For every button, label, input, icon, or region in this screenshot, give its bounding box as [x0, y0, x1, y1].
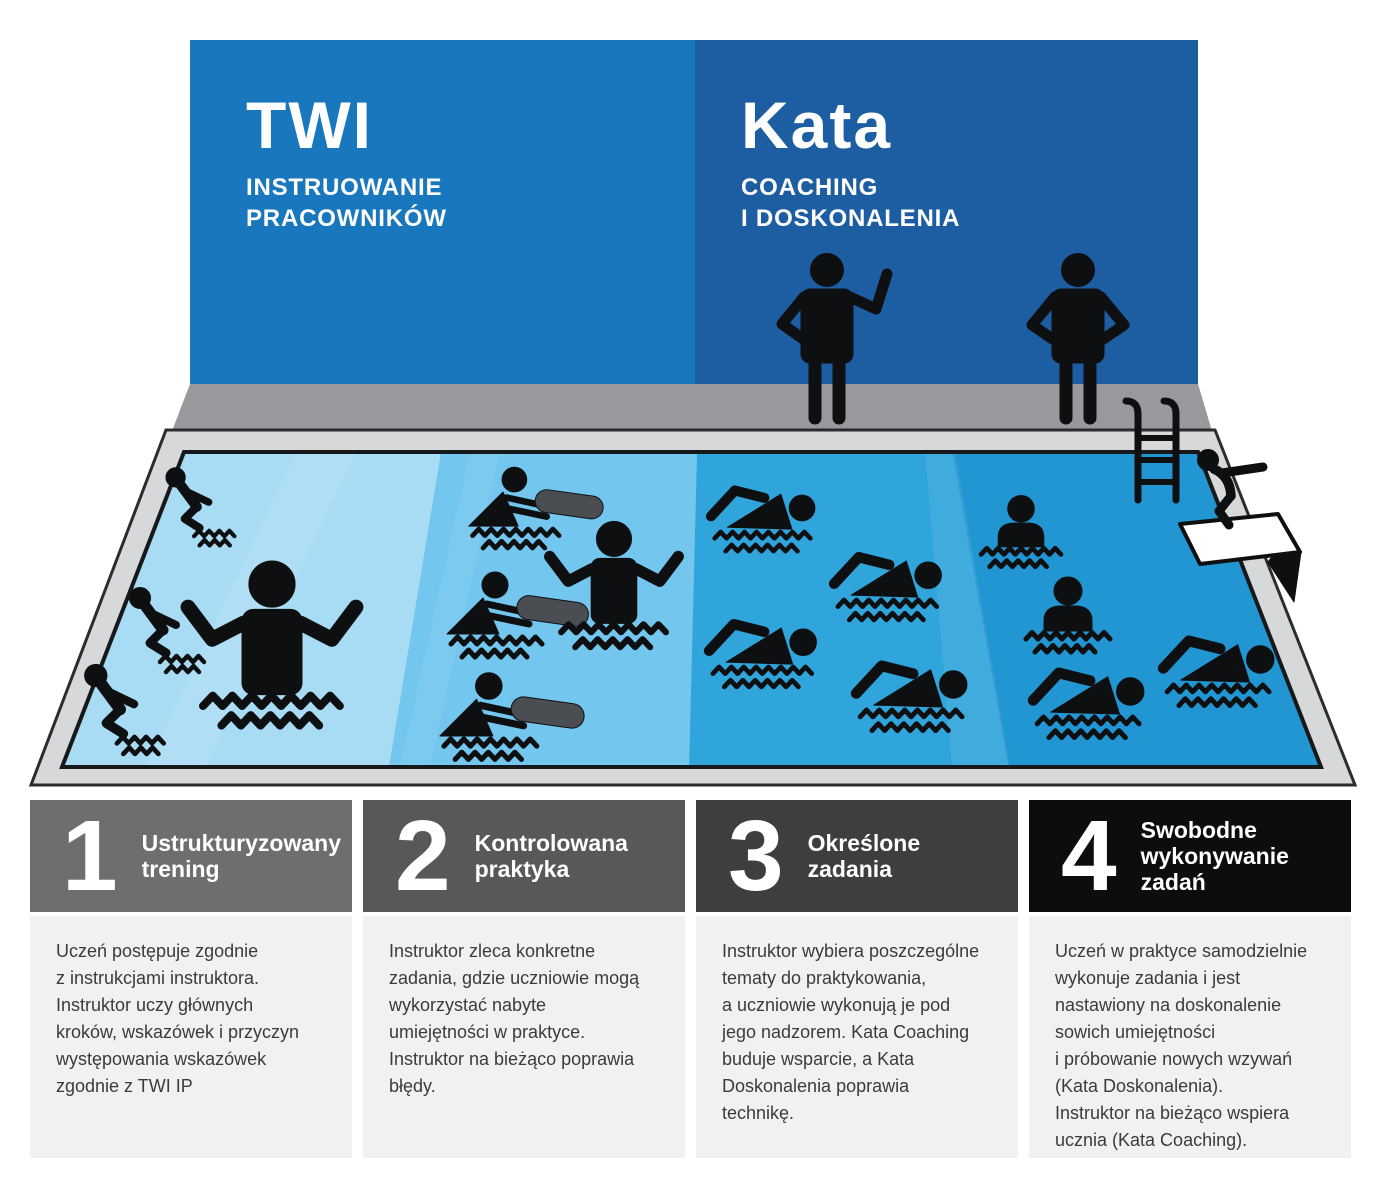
step-4-header: 4 Swobodne wykonywanie zadań: [1029, 800, 1351, 912]
water-outline: [59, 450, 1324, 769]
step-1-body: Uczeń postępuje zgodnie z instrukcjami i…: [30, 916, 352, 1158]
kata-subtitle: COACHING I DOSKONALENIA: [741, 174, 961, 233]
step-3-body: Instruktor wybiera poszczególne tematy d…: [696, 916, 1018, 1158]
step-1-title: Ustrukturyzowany trening: [141, 829, 341, 882]
step-4-body: Uczeń w praktyce samodzielnie wykonuje z…: [1029, 916, 1351, 1158]
pool-deck: [172, 384, 1212, 431]
step-3-description: Instruktor wybiera poszczególne tematy d…: [722, 941, 980, 1123]
kata-title: Kata: [741, 88, 893, 162]
step-1-header: 1 Ustrukturyzowany trening: [30, 800, 352, 912]
step-2-body: Instruktor zleca konkretne zadania, gdzi…: [363, 916, 685, 1158]
twi-title: TWI: [246, 88, 373, 162]
step-4-title: Swobodne wykonywanie zadań: [1140, 816, 1289, 896]
step-1-number: 1: [62, 800, 118, 912]
step-2-description: Instruktor zleca konkretne zadania, gdzi…: [389, 941, 640, 1096]
step-2-title: Kontrolowana praktyka: [474, 829, 628, 882]
step-3-title: Określone zadania: [807, 829, 921, 882]
step-3-number: 3: [728, 800, 784, 912]
panel-twi: TWI INSTRUOWANIE PRACOWNIKÓW: [190, 40, 695, 385]
step-2-header: 2 Kontrolowana praktyka: [363, 800, 685, 912]
twi-subtitle: INSTRUOWANIE PRACOWNIKÓW: [246, 174, 447, 233]
step-2-number: 2: [395, 800, 451, 912]
step-1-description: Uczeń postępuje zgodnie z instrukcjami i…: [56, 941, 300, 1096]
step-4-description: Uczeń w praktyce samodzielnie wykonuje z…: [1055, 941, 1308, 1150]
step-4-number: 4: [1061, 800, 1117, 912]
step-3-header: 3 Określone zadania: [696, 800, 1018, 912]
